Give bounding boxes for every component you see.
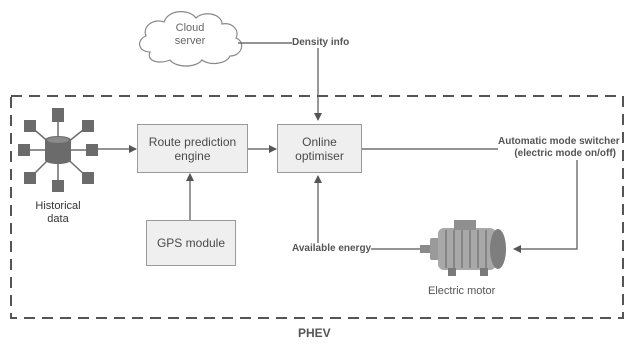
auto-switch-line2: (electric mode on/off) xyxy=(514,148,616,159)
cloud-icon xyxy=(139,11,243,67)
energy-arrow xyxy=(314,175,422,250)
electric-motor-label: Electric motor xyxy=(428,285,496,297)
historical-line1: Historical xyxy=(35,200,81,212)
historical-data-label: Historical data xyxy=(20,200,96,226)
route-prediction-box: Route prediction engine xyxy=(137,124,248,173)
cloud-label-line1: Cloud xyxy=(175,22,205,34)
auto-switch-line1: Automatic mode switcher xyxy=(498,136,620,147)
database-network-icon xyxy=(18,108,98,192)
cloud-label: Cloud server xyxy=(164,22,216,48)
online-optimiser-line2: optimiser xyxy=(295,148,344,163)
density-info-label: Density info xyxy=(292,37,350,48)
online-optimiser-box: Online optimiser xyxy=(277,124,362,173)
electric-motor-icon xyxy=(420,220,506,276)
phev-label: PHEV xyxy=(298,326,331,340)
route-prediction-line2: engine xyxy=(174,148,211,163)
phev-boundary xyxy=(10,95,624,319)
online-optimiser-line1: Online xyxy=(302,134,337,149)
mode-switcher-label: Automatic mode switcher (electric mode o… xyxy=(498,136,620,160)
mode-switch-arrow xyxy=(362,148,578,253)
route-prediction-line1: Route prediction xyxy=(148,134,237,149)
gps-module-box: GPS module xyxy=(146,220,236,266)
historical-line2: data xyxy=(47,213,69,225)
available-energy-label: Available energy xyxy=(292,243,372,254)
cloud-label-line2: server xyxy=(174,35,206,47)
gps-module-label: GPS module xyxy=(156,236,226,250)
